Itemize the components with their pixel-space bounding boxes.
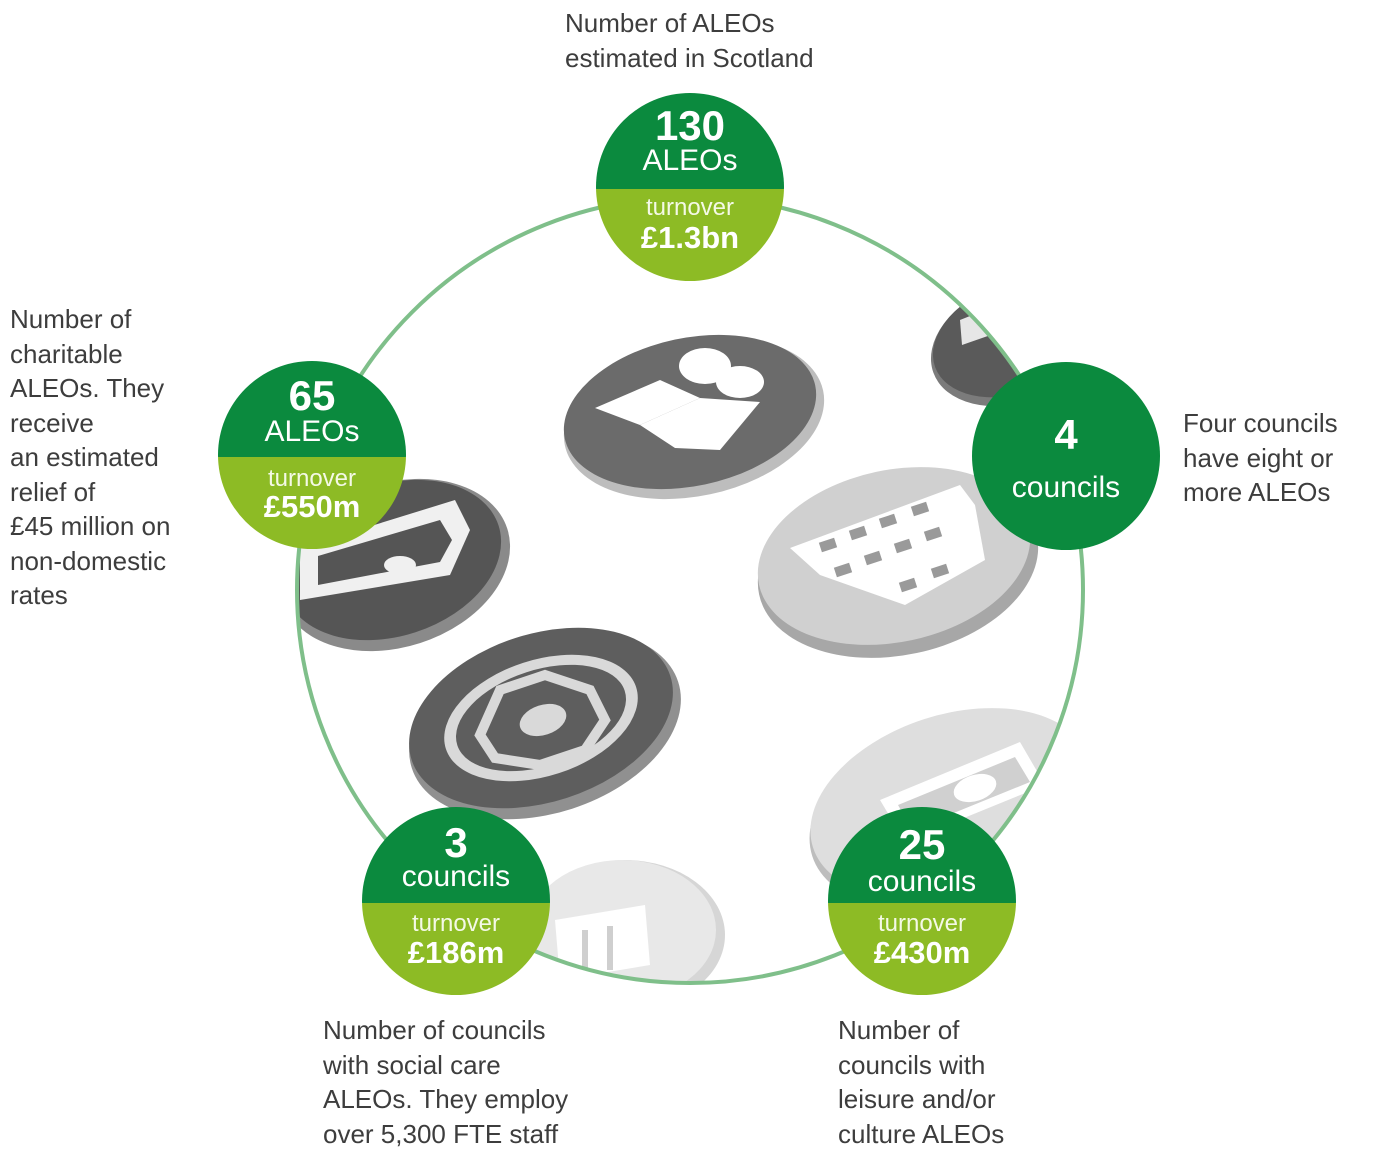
badge-turnover-value: £550m <box>263 489 361 524</box>
badge-number: 4 <box>1054 411 1078 458</box>
badge-unit: councils <box>1011 471 1121 504</box>
badge-count-band <box>596 93 784 189</box>
badge-number: 25 <box>898 821 946 868</box>
badge-turnover-label: turnover <box>877 910 967 937</box>
badge-turnover-value: £430m <box>873 935 971 970</box>
badge-turnover-band <box>828 903 1016 995</box>
badge-unit: councils <box>867 865 977 898</box>
badge-unit: ALEOs <box>642 144 738 177</box>
building-icon <box>757 467 1039 658</box>
caption-social-care-councils: Number of councils with social care ALEO… <box>323 1015 569 1149</box>
caption-councils-eight-plus: Four councils have eight or more ALEOs <box>1183 408 1338 507</box>
badge-number: 3 <box>444 819 468 866</box>
badge-turnover-label: turnover <box>645 194 735 221</box>
caption-total-aleos: Number of ALEOs estimated in Scotland <box>565 8 814 73</box>
badge-turnover-label: turnover <box>267 465 357 492</box>
badge-social-care-councils: 3 councils turnover £186m <box>362 807 550 995</box>
badge-unit: ALEOs <box>264 415 360 448</box>
badge-number: 65 <box>288 372 336 419</box>
badge-turnover-band <box>218 457 406 549</box>
badge-count-band <box>972 362 1160 550</box>
caption-charitable-aleos: Number of charitable ALEOs. They receive… <box>10 304 171 610</box>
people-icon <box>563 334 825 500</box>
badge-turnover-band <box>596 189 784 281</box>
badge-turnover-value: £1.3bn <box>640 220 740 255</box>
badge-count-band <box>828 807 1016 903</box>
badge-leisure-culture-councils: 25 councils turnover £430m <box>828 807 1016 995</box>
book-icon <box>525 860 725 983</box>
badge-unit: councils <box>401 860 511 893</box>
badge-councils-eight-plus: 4 councils <box>972 362 1160 550</box>
badge-number: 130 <box>654 102 726 149</box>
caption-leisure-culture-councils: Number of councils with leisure and/or c… <box>838 1015 1005 1149</box>
gear-icon <box>409 627 681 820</box>
badge-turnover-label: turnover <box>411 910 501 937</box>
badge-turnover-band <box>362 903 550 995</box>
badge-count-band <box>218 361 406 457</box>
badge-charitable-aleos: 65 ALEOs turnover £550m <box>218 361 406 549</box>
badge-total-aleos: 130 ALEOs turnover £1.3bn <box>596 93 784 281</box>
badge-count-band <box>362 807 550 903</box>
badge-turnover-value: £186m <box>407 935 505 970</box>
